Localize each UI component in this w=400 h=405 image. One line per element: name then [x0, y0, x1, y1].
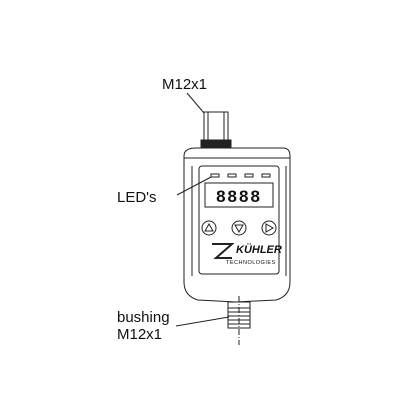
right-triangle-button[interactable] [261, 220, 277, 236]
led-3-icon [244, 173, 254, 178]
brand-logo: KÜHLER TECHNOLOGIES [212, 243, 282, 266]
label-bushing-line2: M12x1 [117, 326, 163, 343]
down-triangle-icon [234, 224, 244, 234]
leader-line-leds [176, 176, 212, 196]
label-bushing-line1: bushing [117, 309, 170, 326]
display-digits: 8888 [216, 187, 262, 206]
logo-tagline-text: TECHNOLOGIES [226, 260, 276, 266]
down-triangle-button[interactable] [231, 220, 247, 236]
logo-brand-text: KÜHLER [236, 243, 282, 256]
label-top-connector: M12x1 [162, 76, 208, 93]
leader-line-top [186, 92, 205, 114]
sensor-housing [183, 147, 291, 303]
control-buttons [201, 220, 277, 236]
digital-display: 8888 [204, 182, 274, 208]
leader-line-bushing [175, 316, 230, 327]
led-indicators [210, 173, 271, 178]
led-2-icon [227, 173, 237, 178]
up-triangle-icon [204, 222, 214, 232]
led-4-icon [261, 173, 271, 178]
bottom-bushing [227, 296, 251, 345]
label-leds: LED's [117, 189, 157, 206]
right-triangle-icon [265, 223, 275, 233]
top-connector [200, 111, 232, 149]
up-triangle-button[interactable] [201, 220, 217, 236]
logo-mark-icon [212, 243, 235, 259]
led-1-icon [210, 173, 220, 178]
label-bushing: bushing M12x1 [117, 309, 170, 343]
